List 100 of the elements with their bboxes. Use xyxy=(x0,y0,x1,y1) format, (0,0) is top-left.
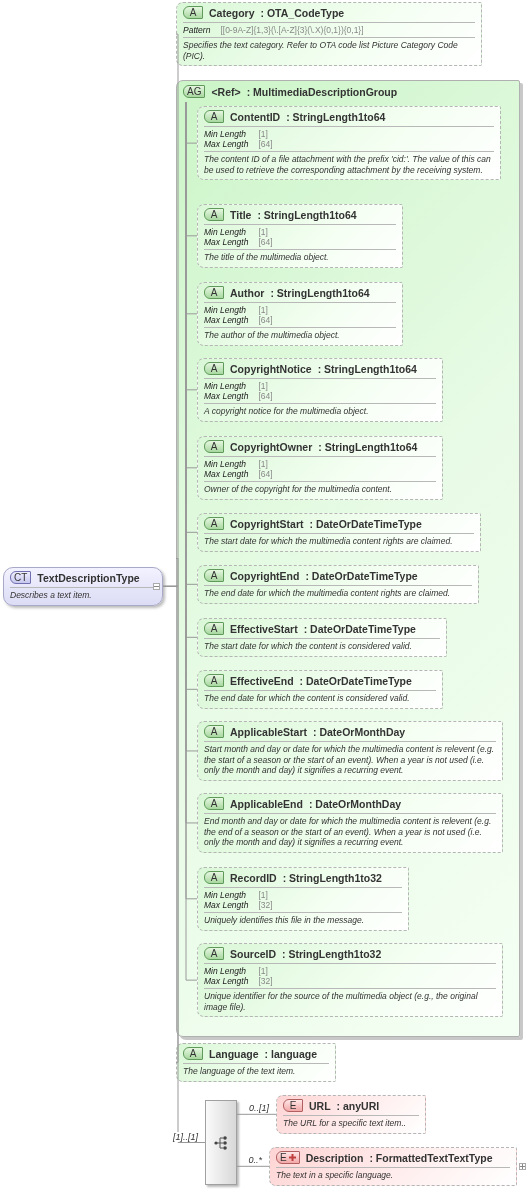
kind-badge: CT xyxy=(10,571,32,584)
connector-line xyxy=(162,585,206,1143)
description-text: End month and day or date for which the multimedia content is relevent (e.g. the end of a season or the start of an event). When a year is not used (i.e. only the month and day) it signifies a recurring event. xyxy=(204,816,493,848)
attribute-box xyxy=(197,106,501,181)
type-name: : MultimediaDescriptionGroup xyxy=(246,85,398,98)
kind-badge: A xyxy=(204,871,224,884)
node-name: URL xyxy=(309,1099,331,1112)
kind-badge: A xyxy=(204,725,224,738)
description-text: Specifies the text category. Refer to OTA code list Picture Category Code (PIC). xyxy=(183,40,459,62)
node-name: RecordID xyxy=(230,871,277,884)
facet-name: Min Length xyxy=(204,966,248,976)
facet-value: [[0-9A-Z]{1,3}(\.[A-Z]{3}(\.X){0,1}){0,1}] xyxy=(220,25,365,35)
complex-type-box xyxy=(3,567,163,606)
node-name: EffectiveStart xyxy=(230,622,298,635)
kind-badge: A xyxy=(204,208,224,221)
node-name: Category xyxy=(209,6,255,19)
node-name: CopyrightNotice xyxy=(230,362,312,375)
element-box xyxy=(276,1095,426,1134)
kind-badge: A xyxy=(204,110,224,123)
attribute-box xyxy=(197,565,479,604)
facet-name: Min Length xyxy=(204,129,248,139)
attribute-box xyxy=(197,618,447,657)
kind-badge: A xyxy=(183,1047,203,1060)
node-name: Description xyxy=(305,1151,364,1164)
node-name: SourceID xyxy=(230,947,277,960)
facet-name: Max Length xyxy=(204,315,249,325)
description-text: Start month and day or date for which the multimedia content is relevent (e.g. the start of a season or the start of an event). When a year is not used (i.e. only the month and day) it signifies a recurring event. xyxy=(204,744,496,776)
facet-name: Max Length xyxy=(204,900,249,910)
connector-line xyxy=(236,1165,270,1167)
attribute-box xyxy=(197,867,409,931)
description-text: Unique identifier for the source of the multimedia object (e.g., the original image file). xyxy=(204,991,479,1013)
description-text: Uniquely identifies this file in the message. xyxy=(204,915,366,926)
facet-value: [32] xyxy=(258,976,274,986)
node-name: CopyrightEnd xyxy=(230,569,300,582)
facet-value: [1] xyxy=(258,227,269,237)
multiplicity-label: [1]..[1] xyxy=(172,1131,199,1142)
facet-value: [64] xyxy=(258,237,274,247)
attribute-box xyxy=(197,793,503,853)
facet-value: [1] xyxy=(258,966,269,976)
kind-badge: A xyxy=(204,362,224,375)
description-text: Owner of the copyright for the multimedia content. xyxy=(204,484,394,495)
kind-badge: A xyxy=(204,797,224,810)
facet-value: [32] xyxy=(258,900,274,910)
type-name: : StringLength1to32 xyxy=(282,947,382,960)
facet-value: [1] xyxy=(258,459,269,469)
type-name: : DateOrDateTimeType xyxy=(303,622,416,635)
attribute-box xyxy=(197,670,443,709)
facet-value: [64] xyxy=(258,139,274,149)
description-text: Describes a text item. xyxy=(10,590,93,601)
type-name: : DateOrMonthDay xyxy=(313,725,406,738)
attribute-box xyxy=(176,1043,336,1082)
attribute-box xyxy=(197,282,403,346)
connector-line xyxy=(236,1113,277,1115)
facet-name: Max Length xyxy=(204,976,249,986)
attribute-box xyxy=(197,204,403,268)
kind-badge: A xyxy=(204,947,224,960)
attribute-group-box xyxy=(176,80,520,1037)
description-text: The content ID of a file attachment with the prefix 'cid:'. The value of this can be used to retrieve the corresponding attachment by the receiving system. xyxy=(204,154,492,176)
type-name: : DateOrDateTimeType xyxy=(305,569,418,582)
node-name: CopyrightOwner xyxy=(230,440,313,453)
type-name: : StringLength1to64 xyxy=(317,362,417,375)
facet-name: Min Length xyxy=(204,305,248,315)
kind-badge: A xyxy=(204,517,224,530)
attribute-box xyxy=(197,358,443,422)
description-text: The start date for which the content is considered valid. xyxy=(204,641,413,652)
type-name: : OTA_CodeType xyxy=(260,6,345,19)
node-name: Language xyxy=(209,1047,259,1060)
facet-name: Min Length xyxy=(204,890,248,900)
facet-name: Max Length xyxy=(204,391,249,401)
node-name: TextDescriptionType xyxy=(37,571,140,584)
facet-name: Pattern xyxy=(183,25,211,35)
attribute-box xyxy=(197,436,443,500)
type-name: : DateOrDateTimeType xyxy=(299,674,412,687)
attribute-box xyxy=(176,2,482,67)
type-name: : language xyxy=(264,1047,318,1060)
facet-name: Min Length xyxy=(204,227,248,237)
facet-value: [1] xyxy=(258,890,269,900)
element-box xyxy=(269,1147,517,1186)
description-text: The end date for which the content is considered valid. xyxy=(204,693,411,704)
description-text: The start date for which the multimedia content rights are claimed. xyxy=(204,536,454,547)
description-text: The end date for which the multimedia content rights are claimed. xyxy=(204,588,452,599)
facet-value: [1] xyxy=(258,305,269,315)
facet-value: [64] xyxy=(258,315,274,325)
attribute-box xyxy=(197,513,481,552)
node-name: ContentID xyxy=(230,110,281,123)
kind-badge: A xyxy=(204,440,224,453)
kind-badge: A xyxy=(183,6,203,19)
type-name: : StringLength1to32 xyxy=(282,871,382,884)
type-name: : StringLength1to64 xyxy=(318,440,418,453)
type-name: : StringLength1to64 xyxy=(257,208,357,221)
kind-badge: A xyxy=(204,569,224,582)
facet-value: [64] xyxy=(258,391,274,401)
sequence-compositor-box xyxy=(205,1100,237,1185)
facet-value: [1] xyxy=(258,129,269,139)
facet-name: Min Length xyxy=(204,459,248,469)
type-name: : StringLength1to64 xyxy=(270,286,370,299)
type-name: : FormattedTextTextType xyxy=(369,1151,493,1164)
attribute-box xyxy=(197,721,503,781)
facet-value: [1] xyxy=(258,381,269,391)
node-name: ApplicableEnd xyxy=(230,797,303,810)
